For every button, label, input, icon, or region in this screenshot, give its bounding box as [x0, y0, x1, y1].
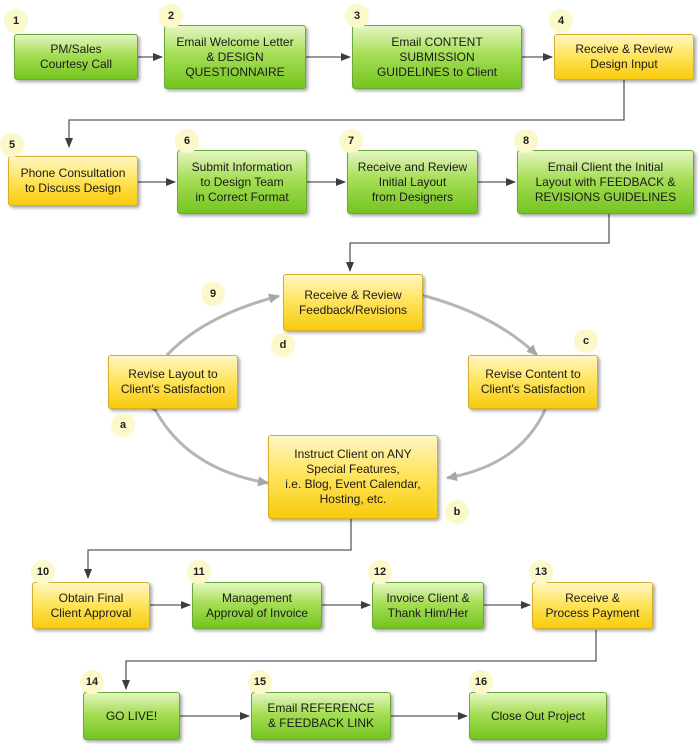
- step-number-badge: 9: [201, 282, 225, 306]
- step-management-approval-invoice: Management Approval of Invoice: [192, 582, 322, 629]
- step-email-welcome-letter: Email Welcome Letter & DESIGN QUESTIONNA…: [164, 25, 306, 89]
- step-number-badge: 8: [514, 129, 538, 153]
- step-number-badge: 1: [4, 9, 28, 33]
- step-number-badge: 5: [0, 133, 24, 157]
- step-letter-badge: c: [574, 329, 598, 353]
- step-email-reference-link: Email REFERENCE & FEEDBACK LINK: [251, 692, 391, 740]
- step-number-badge: 4: [549, 9, 573, 33]
- step-submit-information: Submit Information to Design Team in Cor…: [177, 150, 307, 214]
- step-close-out-project: Close Out Project: [469, 692, 607, 740]
- step-revise-content: Revise Content to Client's Satisfaction: [468, 355, 598, 409]
- arrow-b-10: [84, 519, 352, 579]
- step-go-live: GO LIVE!: [83, 692, 180, 740]
- cycle-arrow-b: [446, 398, 554, 482]
- step-number-badge: 11: [187, 560, 211, 584]
- step-letter-badge: a: [111, 413, 135, 437]
- step-email-content-guidelines: Email CONTENT SUBMISSION GUIDELINES to C…: [352, 25, 522, 89]
- step-obtain-final-approval: Obtain Final Client Approval: [32, 582, 150, 629]
- step-pm-sales-call: PM/Sales Courtesy Call: [14, 34, 138, 80]
- step-number-badge: 15: [248, 670, 272, 694]
- step-phone-consultation: Phone Consultation to Discuss Design: [8, 156, 138, 206]
- step-number-badge: 16: [469, 670, 493, 694]
- step-number-badge: 7: [339, 129, 363, 153]
- step-invoice-client: Invoice Client & Thank Him/Her: [372, 582, 484, 629]
- step-number-badge: 13: [529, 560, 553, 584]
- step-receive-review-feedback: Receive & Review Feedback/Revisions: [283, 274, 423, 331]
- step-letter-badge: d: [271, 333, 295, 357]
- arrow-4-5: [65, 80, 625, 148]
- step-revise-layout: Revise Layout to Client's Satisfaction: [108, 355, 238, 409]
- step-letter-badge: b: [445, 500, 469, 524]
- cycle-arrow-a: [156, 293, 280, 366]
- step-receive-process-payment: Receive & Process Payment: [532, 582, 653, 629]
- arrow-8-9: [346, 214, 610, 272]
- step-receive-review-initial-layout: Receive and Review Initial Layout from D…: [347, 150, 478, 214]
- cycle-arrow-c: [414, 288, 539, 357]
- step-number-badge: 6: [175, 129, 199, 153]
- step-number-badge: 3: [345, 4, 369, 28]
- step-receive-review-design-input: Receive & Review Design Input: [554, 34, 694, 80]
- cycle-arrow-d: [147, 401, 269, 487]
- step-number-badge: 10: [31, 560, 55, 584]
- step-email-initial-layout: Email Client the Initial Layout with FEE…: [517, 150, 694, 214]
- step-number-badge: 14: [80, 670, 104, 694]
- step-number-badge: 2: [159, 4, 183, 28]
- step-instruct-special-features: Instruct Client on ANY Special Features,…: [268, 435, 438, 519]
- step-number-badge: 12: [368, 560, 392, 584]
- arrow-13-14: [122, 630, 597, 690]
